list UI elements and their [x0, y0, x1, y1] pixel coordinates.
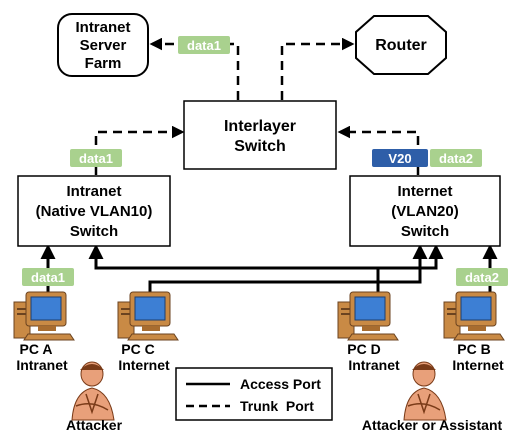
intranet-switch-node: Intranet (Native VLAN10) Switch [17, 175, 171, 247]
tag-data1-interlayer: data1 [70, 149, 122, 167]
tag-data1-server-farm: data1 [178, 36, 230, 54]
svg-text:data2: data2 [465, 270, 499, 285]
pc-a-label: PC A [20, 341, 53, 357]
intranet-switch-label-line2: (Native VLAN10) [36, 203, 153, 220]
attacker-label: Attacker [66, 417, 123, 432]
svg-text:data1: data1 [79, 151, 113, 166]
legend: Access Port Trunk Port [175, 367, 333, 421]
person-icon [403, 361, 447, 421]
intranet-switch-label-line3: Switch [70, 223, 118, 240]
server-farm-label-line1: Intranet [75, 19, 130, 36]
attacker-assistant-label: Attacker or Assistant [362, 417, 503, 432]
svg-text:data1: data1 [187, 38, 221, 53]
intranet-switch-label-line1: Intranet [66, 183, 121, 200]
legend-trunk-label: Trunk Port [240, 398, 314, 414]
tag-data2-pc-b: data2 [456, 268, 508, 286]
pc-a-role: Intranet [16, 357, 68, 373]
pc-b[interactable]: PC B Internet [443, 291, 505, 373]
internet-switch-label-line3: Switch [401, 223, 449, 240]
legend-access-label: Access Port [240, 376, 321, 392]
router-node: Router [355, 15, 447, 75]
access-link-pc-d [88, 244, 380, 296]
trunk-link-internet-interlayer [337, 125, 420, 175]
internet-switch-label-line1: Internet [397, 183, 452, 200]
person-icon [71, 361, 115, 421]
interlayer-switch-label-line1: Interlayer [224, 118, 296, 135]
computer-icon [13, 291, 75, 341]
access-link-pc-c [148, 244, 428, 296]
internet-switch-label-line2: (VLAN20) [391, 203, 459, 220]
server-farm-node: Intranet Server Farm [57, 13, 149, 77]
pc-c-label: PC C [121, 341, 154, 357]
attacker: Attacker [66, 361, 123, 432]
pc-c-role: Internet [118, 357, 170, 373]
server-farm-label-line2: Server [80, 37, 127, 54]
interlayer-switch-node: Interlayer Switch [183, 100, 337, 170]
pc-c[interactable]: PC C Internet [117, 291, 179, 373]
pc-d-label: PC D [347, 341, 380, 357]
pc-b-label: PC B [457, 341, 490, 357]
internet-switch-node: Internet (VLAN20) Switch [349, 175, 501, 247]
svg-text:V20: V20 [388, 151, 411, 166]
access-links [40, 244, 498, 296]
interlayer-switch-label-line2: Switch [234, 138, 286, 155]
svg-text:data2: data2 [439, 151, 473, 166]
attacker-assistant: Attacker or Assistant [362, 361, 503, 432]
server-farm-label-line3: Farm [85, 55, 122, 72]
computer-icon [337, 291, 399, 341]
tag-v20: V20 [372, 149, 428, 167]
router-label: Router [375, 37, 427, 54]
computer-icon [117, 291, 179, 341]
tag-data2-interlayer: data2 [430, 149, 482, 167]
pc-d[interactable]: PC D Intranet [337, 291, 400, 373]
svg-text:data1: data1 [31, 270, 65, 285]
access-link-internet-extra [378, 244, 444, 270]
pc-b-role: Internet [452, 357, 504, 373]
pc-a[interactable]: PC A Intranet [13, 291, 75, 373]
trunk-link-router [280, 37, 355, 100]
computer-icon [443, 291, 505, 341]
tag-data1-pc-a: data1 [22, 268, 74, 286]
pc-d-role: Intranet [348, 357, 400, 373]
